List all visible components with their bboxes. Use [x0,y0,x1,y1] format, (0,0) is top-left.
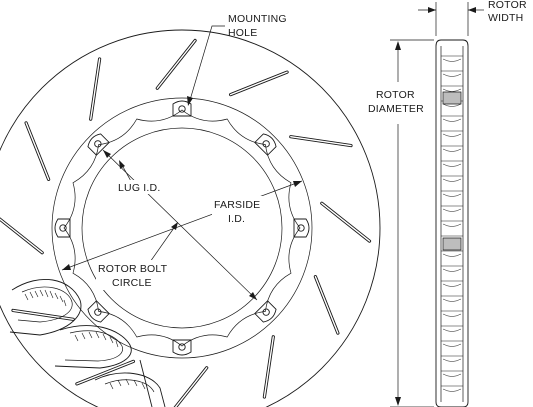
vane-hatching [24,289,67,307]
svg-text:I.D.: I.D. [228,213,245,225]
svg-text:ROTOR BOLT: ROTOR BOLT [98,263,168,275]
slot-inner [174,367,208,407]
svg-text:HOLE: HOLE [228,27,257,39]
vane-curve [442,133,462,137]
mounting-hole [59,224,67,232]
vane-curve [442,298,462,302]
vane-curve [442,328,462,332]
mounting-hole [297,224,305,232]
mounting-hole [262,140,270,148]
label-mounting-hole: MOUNTING HOLE [228,13,287,39]
label-rotor-bolt-circle: ROTOR BOLT CIRCLE [96,260,168,290]
slot-inner [0,218,43,254]
mounting-tab [87,133,110,156]
vane-curve [442,358,462,362]
svg-text:LUG I.D.: LUG I.D. [118,182,160,194]
vane-curve [442,148,462,152]
svg-text:DIAMETER: DIAMETER [368,103,424,115]
label-rotor-diameter: ROTOR DIAMETER [368,86,430,120]
slot-inner [263,336,274,398]
mounting-tab [293,218,310,238]
slot-inner [25,122,50,181]
label-farside-id: FARSIDE I.D. [212,196,270,226]
label-lug-id: LUG I.D. [116,180,170,194]
svg-text:CIRCLE: CIRCLE [112,277,152,289]
slot-inner [321,202,371,242]
vane-curve [442,73,462,77]
rotor-slots [0,38,372,407]
vane-curve [442,268,462,272]
slot-inner [156,39,196,89]
slot-inner [12,309,74,320]
vane-curve [442,193,462,197]
hat-scallop-ring [63,109,301,347]
tab-outline [172,339,192,356]
vane-curve [442,343,462,347]
vane-curve [442,103,462,107]
vane-curve [442,253,462,257]
svg-text:ROTOR: ROTOR [488,0,527,11]
slot-inner [89,58,101,120]
tab-outline [172,100,192,117]
vane-cutaway [9,278,166,407]
vane-curve [442,58,462,62]
vane-curve [442,373,462,377]
vane-curve [442,283,462,287]
svg-text:ROTOR: ROTOR [376,89,415,101]
side-hat-shade-2 [442,237,462,251]
slot-inner [76,360,135,385]
rotor-outer-edge [0,29,381,407]
mounting-tab [254,300,277,323]
mounting-tab [254,133,277,156]
mounting-hole [262,308,270,316]
vane-curve [442,388,462,392]
rotor-front-view [0,29,381,407]
mounting-hole [94,140,102,148]
slot-inner [314,275,339,334]
vane-curve [442,178,462,182]
mounting-hole [94,308,102,316]
mounting-hole [178,343,186,351]
svg-text:WIDTH: WIDTH [488,12,523,24]
scallop-outline [63,109,301,347]
svg-text:MOUNTING: MOUNTING [228,13,287,25]
side-view-vanes [441,55,463,392]
dimension-lines [61,2,484,407]
tab-outline [54,218,71,238]
tab-outline [254,300,277,323]
farside-id-circle [81,127,283,329]
vane-curve [442,313,462,317]
svg-text:FARSIDE: FARSIDE [214,199,260,211]
tab-outline [293,218,310,238]
vane-curve [442,223,462,227]
tab-outline [87,133,110,156]
mounting-tab [172,339,192,356]
slot [173,366,209,407]
vane-curve [442,118,462,122]
side-hat-shade-1 [442,91,462,105]
slot-inner [229,71,288,96]
rotor-inner-ring [51,97,313,359]
mounting-hole [178,105,186,113]
rotor-side-view [435,39,469,407]
mounting-tab [87,300,110,323]
vane-curve [442,88,462,92]
tab-outline [254,133,277,156]
vane-curve [442,163,462,167]
mounting-tab [54,218,71,238]
tab-outline [87,300,110,323]
vane-curve [442,208,462,212]
slot-inner [290,135,352,147]
mounting-tabs [54,100,310,356]
label-rotor-width: ROTOR WIDTH [488,0,527,24]
mounting-tab [172,100,192,117]
